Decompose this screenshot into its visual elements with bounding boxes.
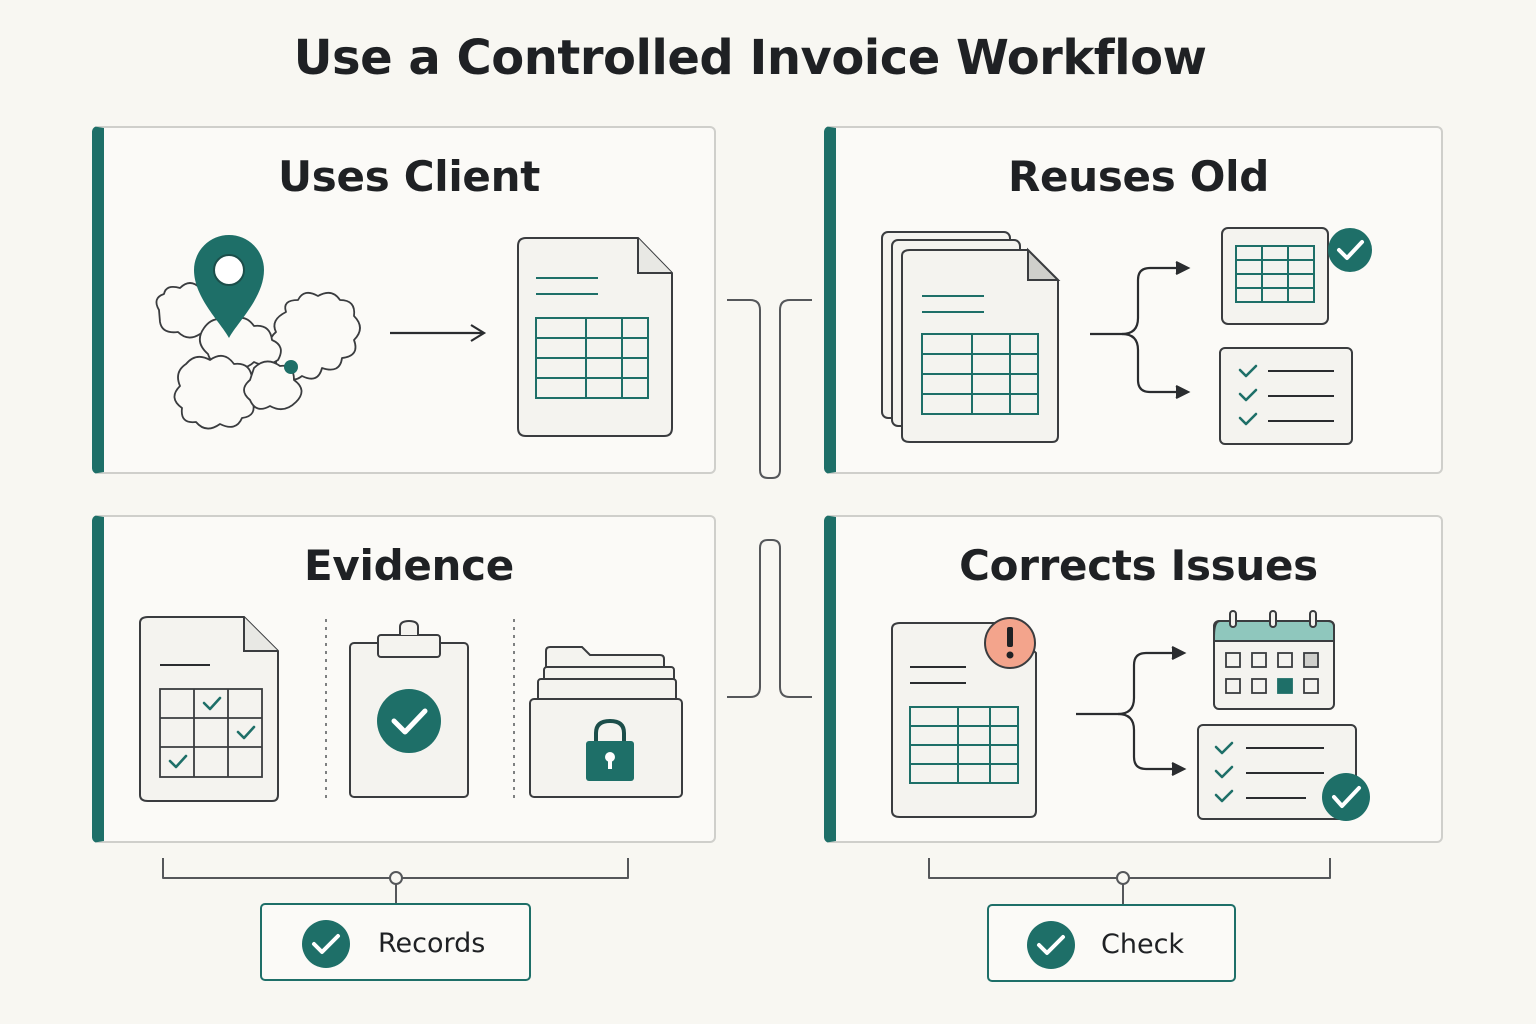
badge-label: Records — [378, 928, 486, 959]
checked-spreadsheet-document-icon — [139, 616, 279, 802]
panel-corrects-issues: Corrects Issues — [824, 515, 1443, 843]
checklist-icon — [1219, 347, 1353, 445]
panel-title: Uses Client — [278, 152, 540, 201]
branch-arrow-icon — [1076, 646, 1187, 776]
branch-arrow-icon — [1090, 261, 1191, 399]
stacked-documents-icon — [881, 231, 1061, 443]
panel-title: Evidence — [304, 541, 514, 590]
panel-reuses-old-illustration — [881, 227, 1372, 445]
page-title: Use a Controlled Invoice Workflow — [293, 30, 1207, 86]
panel-evidence: Evidence — [92, 515, 716, 843]
panel-reuses-old: Reuses Old — [824, 126, 1443, 474]
checklist-icon — [1197, 724, 1357, 820]
panel-corrects-issues-illustration — [891, 610, 1370, 821]
check-circle-icon — [302, 920, 350, 968]
locked-folder-icon — [529, 646, 683, 798]
check-circle-icon — [1027, 921, 1075, 969]
panel-uses-client-illustration — [155, 235, 673, 437]
records-badge: Records — [260, 903, 531, 981]
panel-title: Corrects Issues — [959, 541, 1318, 590]
panel-evidence-illustration — [139, 616, 683, 803]
region-map-icon — [155, 282, 361, 430]
spreadsheet-icon — [1221, 227, 1329, 325]
invoice-document-icon — [517, 237, 673, 437]
clipboard-check-icon — [349, 619, 469, 798]
arrow-right-icon — [390, 324, 487, 342]
calendar-icon — [1213, 610, 1335, 710]
warning-alert-icon — [984, 617, 1036, 669]
panel-title: Reuses Old — [1008, 152, 1269, 201]
check-circle-icon — [1322, 773, 1370, 821]
panel-uses-client: Uses Client — [92, 126, 716, 474]
badge-label: Check — [1101, 929, 1185, 960]
check-badge: Check — [987, 904, 1236, 982]
map-dot-icon — [284, 360, 298, 374]
check-circle-icon — [1328, 228, 1372, 272]
location-pin-icon — [194, 235, 264, 338]
invoice-document-icon — [891, 622, 1037, 818]
